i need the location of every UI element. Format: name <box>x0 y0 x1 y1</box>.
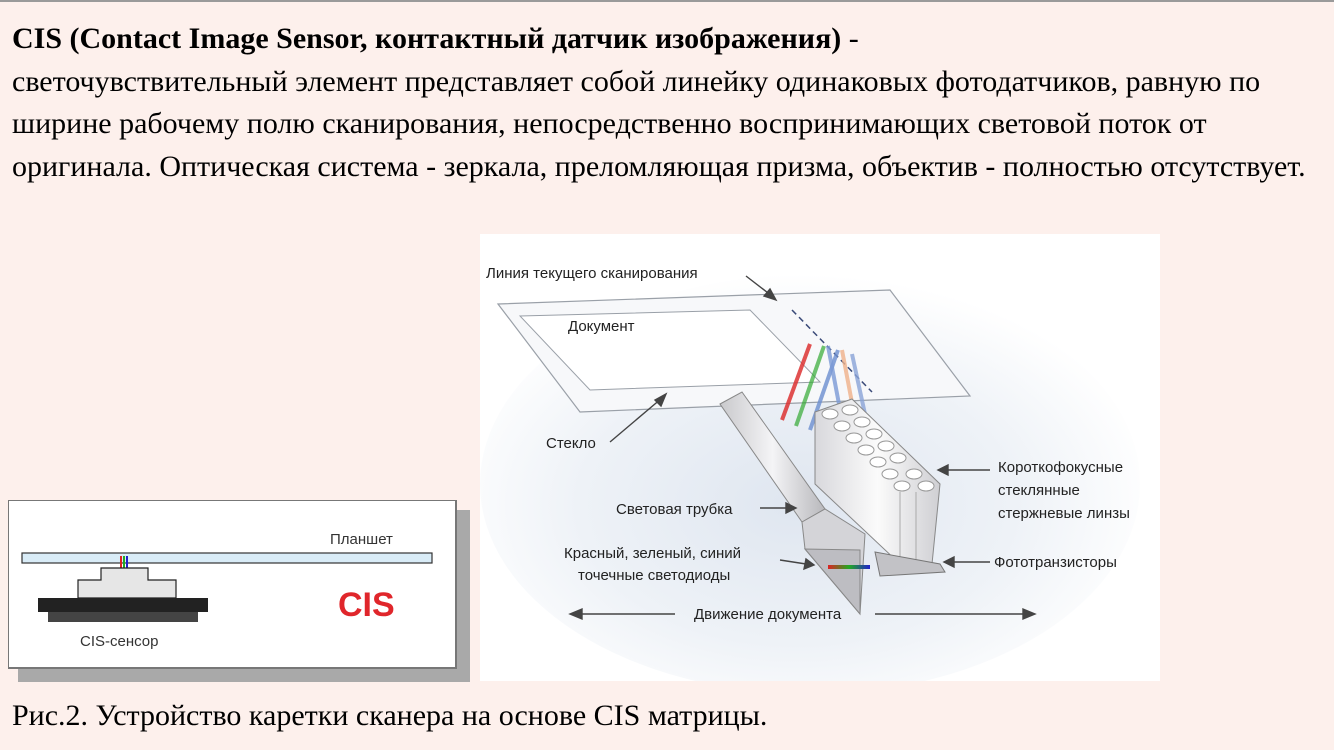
cis-diagram-svg: Линия текущего сканирования Документ Сте… <box>480 265 1140 681</box>
intro-title: CIS (Contact Image Sensor, контактный да… <box>12 22 842 55</box>
figure-caption: Рис.2. Устройство каретки сканера на осн… <box>12 699 768 732</box>
top-border <box>0 0 1334 2</box>
label-leds-line2: точечные светодиоды <box>578 567 730 584</box>
schematic-frame <box>8 500 457 669</box>
label-light-tube: Световая трубка <box>616 501 733 518</box>
tablet-glass <box>21 552 433 564</box>
label-phototransistors: Фототранзисторы <box>994 554 1117 571</box>
sensor-base-lower <box>48 612 198 622</box>
label-lenses-line2: стеклянные <box>998 482 1080 499</box>
intro-body: светочувствительный элемент представляет… <box>12 64 1306 183</box>
rgb-led-strip <box>828 565 870 569</box>
sensor-base <box>38 598 208 612</box>
document-sheet <box>518 309 822 391</box>
cis-scanner-diagram: Линия текущего сканирования Документ Сте… <box>480 234 1160 681</box>
intro-paragraph: CIS (Contact Image Sensor, контактный да… <box>12 18 1322 188</box>
cis-label: CIS <box>338 586 395 624</box>
label-glass: Стекло <box>546 435 596 452</box>
label-lenses-line1: Короткофокусные <box>998 459 1123 476</box>
cis-schematic: Планшет CIS-сенсор CIS <box>8 500 470 682</box>
label-arrows <box>568 275 1037 621</box>
label-lenses-line3: стержневые линзы <box>998 505 1130 522</box>
label-doc-motion: Движение документа <box>694 606 842 623</box>
sensor-label: CIS-сенсор <box>80 633 158 650</box>
label-leds-line1: Красный, зеленый, синий <box>564 545 741 562</box>
light-tube <box>719 391 866 616</box>
rod-lens-array <box>814 398 941 565</box>
intro-dash: - <box>841 22 859 55</box>
cis-schematic-svg: Планшет CIS-сенсор CIS <box>8 500 470 682</box>
tablet-label: Планшет <box>330 531 393 548</box>
label-document: Документ <box>568 318 635 335</box>
label-scan-line: Линия текущего сканирования <box>486 265 698 282</box>
phototransistor-strip <box>874 551 946 577</box>
